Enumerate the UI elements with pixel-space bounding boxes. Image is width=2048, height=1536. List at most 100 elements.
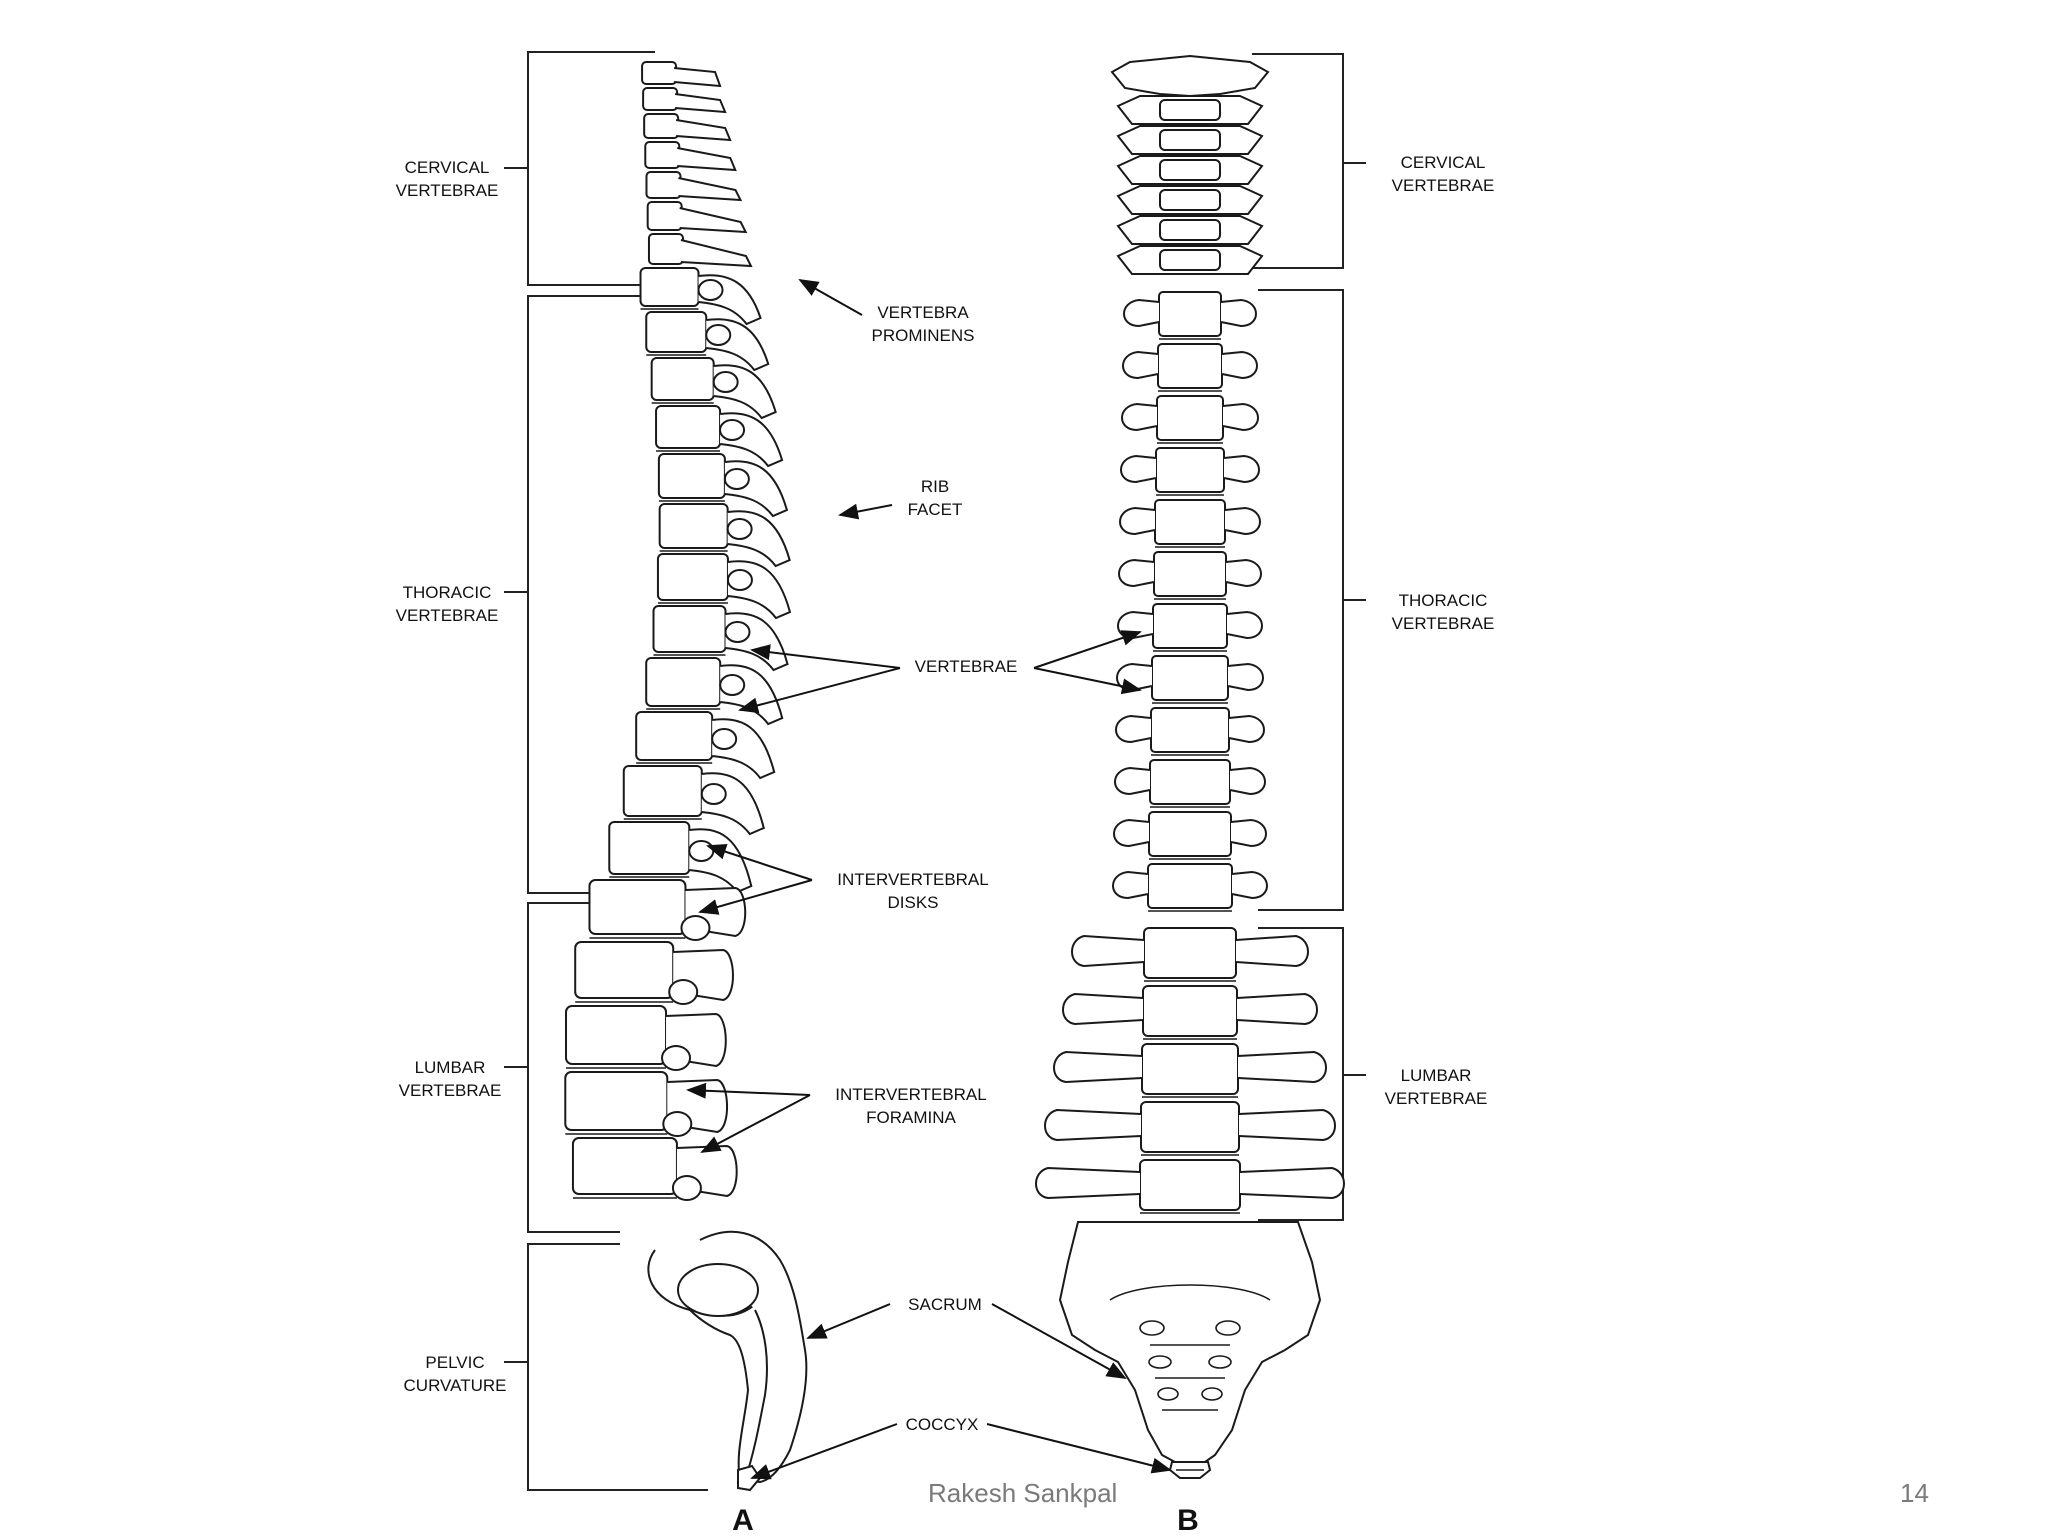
rib-facet	[1226, 610, 1263, 640]
rib-facet	[700, 783, 727, 805]
slide-page-number: 14	[1900, 1478, 1929, 1508]
vertebra-thoracic-anterior	[1148, 811, 1232, 857]
intervertebral-foramen	[671, 1175, 702, 1201]
vertebral-body	[1159, 159, 1221, 181]
rib-facet	[1220, 298, 1257, 328]
label-pelvic-left-2: CURVATURE	[404, 1376, 507, 1395]
vertebra-cervical-lateral	[647, 233, 684, 265]
vertebra-lumbar-lateral	[574, 941, 675, 999]
transverse-process	[1235, 934, 1309, 968]
rib-facet	[1123, 298, 1160, 328]
vertebra-cervical-lateral	[643, 113, 680, 139]
spinous-process	[674, 93, 727, 114]
rib-facet	[1224, 506, 1261, 536]
vertebral-body	[1159, 99, 1221, 121]
transverse-process	[1044, 1108, 1142, 1142]
vertebra-thoracic-anterior	[1154, 499, 1226, 545]
vertebra-thoracic-lateral	[658, 503, 729, 549]
rib-facet	[1118, 558, 1155, 588]
bracket-pelvic-left	[527, 1243, 708, 1491]
vertebra-thoracic-lateral	[645, 657, 722, 707]
vertebra-thoracic-anterior	[1151, 655, 1229, 701]
arrow-coccyx-b	[986, 1423, 1172, 1474]
vertebra-lumbar-lateral	[564, 1071, 669, 1131]
label-iv-foramina-2: FORAMINA	[866, 1108, 956, 1127]
label-lumbar-left: LUMBAR	[415, 1058, 486, 1077]
transverse-process	[1238, 1108, 1336, 1142]
vertebra-thoracic-lateral	[635, 711, 714, 761]
label-lumbar-right: LUMBAR	[1401, 1066, 1472, 1085]
intervertebral-foramen	[662, 1111, 693, 1137]
vertebra-lumbar-anterior	[1142, 985, 1238, 1037]
label-coccyx: COCCYX	[906, 1415, 979, 1434]
spinous-process	[678, 177, 743, 202]
vertebra-cervical-lateral	[646, 201, 683, 231]
arrow-rib-facet	[838, 503, 893, 520]
rib-facet	[1114, 766, 1151, 796]
spinous-process	[680, 239, 753, 268]
transverse-process	[1237, 1050, 1327, 1084]
center-labels: VERTEBRA PROMINENS RIB FACET VERTEBRAE I…	[686, 279, 1172, 1480]
rib-facet	[724, 621, 751, 643]
right-brackets	[1252, 53, 1366, 1221]
spinous-process	[673, 67, 722, 88]
arrow-sacrum-b	[991, 1303, 1127, 1379]
vertebra-thoracic-lateral	[639, 267, 700, 307]
arrow-vertebrae-b1	[1033, 630, 1142, 669]
vertebra-thoracic-anterior	[1156, 395, 1224, 441]
vertebra-thoracic-lateral	[622, 765, 703, 817]
rib-facet	[1119, 506, 1156, 536]
vertebra-thoracic-anterior	[1149, 759, 1231, 805]
vertebra-thoracic-lateral	[657, 453, 726, 499]
bracket-thoracic-right	[1258, 289, 1344, 911]
spine-lateral-view	[564, 61, 808, 1492]
vertebra-thoracic-lateral	[652, 605, 727, 653]
label-vertebra-prominens-2: PROMINENS	[872, 326, 975, 345]
arrow-vertebrae-a1	[750, 644, 901, 669]
vertebra-lumbar-lateral	[565, 1005, 668, 1065]
spinous-process	[677, 147, 737, 172]
label-pelvic-left: PELVIC	[425, 1353, 484, 1372]
rib-facet	[705, 324, 732, 346]
transverse-process	[1071, 934, 1145, 968]
vertebra-cervical-lateral	[642, 87, 679, 111]
rib-facet	[711, 728, 738, 750]
bracket-cervical-left	[527, 51, 655, 286]
vertebra-thoracic-lateral	[656, 553, 729, 601]
label-rib-facet-2: FACET	[908, 500, 963, 519]
arrow-iv-disks-1	[706, 843, 813, 881]
vertebra-thoracic-anterior	[1155, 447, 1225, 493]
vertebra-lumbar-anterior	[1139, 1159, 1241, 1211]
label-vertebrae: VERTEBRAE	[915, 657, 1018, 676]
rib-facet	[1122, 350, 1159, 380]
label-cervical-right-2: VERTEBRAE	[1392, 176, 1495, 195]
rib-facet	[1223, 454, 1260, 484]
label-thoracic-left-2: VERTEBRAE	[396, 606, 499, 625]
vertebra-lumbar-anterior	[1140, 1101, 1240, 1153]
transverse-process	[1035, 1166, 1141, 1200]
label-thoracic-left: THORACIC	[403, 583, 492, 602]
vertebra-thoracic-anterior	[1152, 603, 1228, 649]
spinous-process	[675, 119, 732, 142]
vertebra-cervical-lateral	[644, 141, 681, 169]
vertebral-body	[1159, 129, 1221, 151]
vertebra-thoracic-lateral	[650, 357, 715, 401]
intervertebral-foramen	[661, 1045, 692, 1071]
right-labels: CERVICAL VERTEBRAE THORACIC VERTEBRAE LU…	[1385, 153, 1495, 1108]
vertebra-lumbar-anterior	[1141, 1043, 1239, 1095]
rib-facet	[1121, 402, 1158, 432]
label-cervical-left-2: VERTEBRAE	[396, 181, 499, 200]
arrow-iv-foramina-1	[686, 1082, 811, 1099]
bracket-cervical-right	[1252, 53, 1344, 269]
spine-anterior-view	[1035, 54, 1345, 1479]
rib-facet	[1222, 402, 1259, 432]
rib-facet	[697, 279, 724, 301]
spinous-process	[679, 207, 748, 234]
vertebra-lumbar-lateral	[588, 879, 687, 935]
atlas-anterior	[1110, 54, 1270, 98]
panel-letter-b: B	[1177, 1504, 1199, 1536]
label-sacrum: SACRUM	[908, 1295, 982, 1314]
transverse-process	[1236, 992, 1318, 1026]
vertebra-cervical-lateral	[641, 61, 678, 85]
